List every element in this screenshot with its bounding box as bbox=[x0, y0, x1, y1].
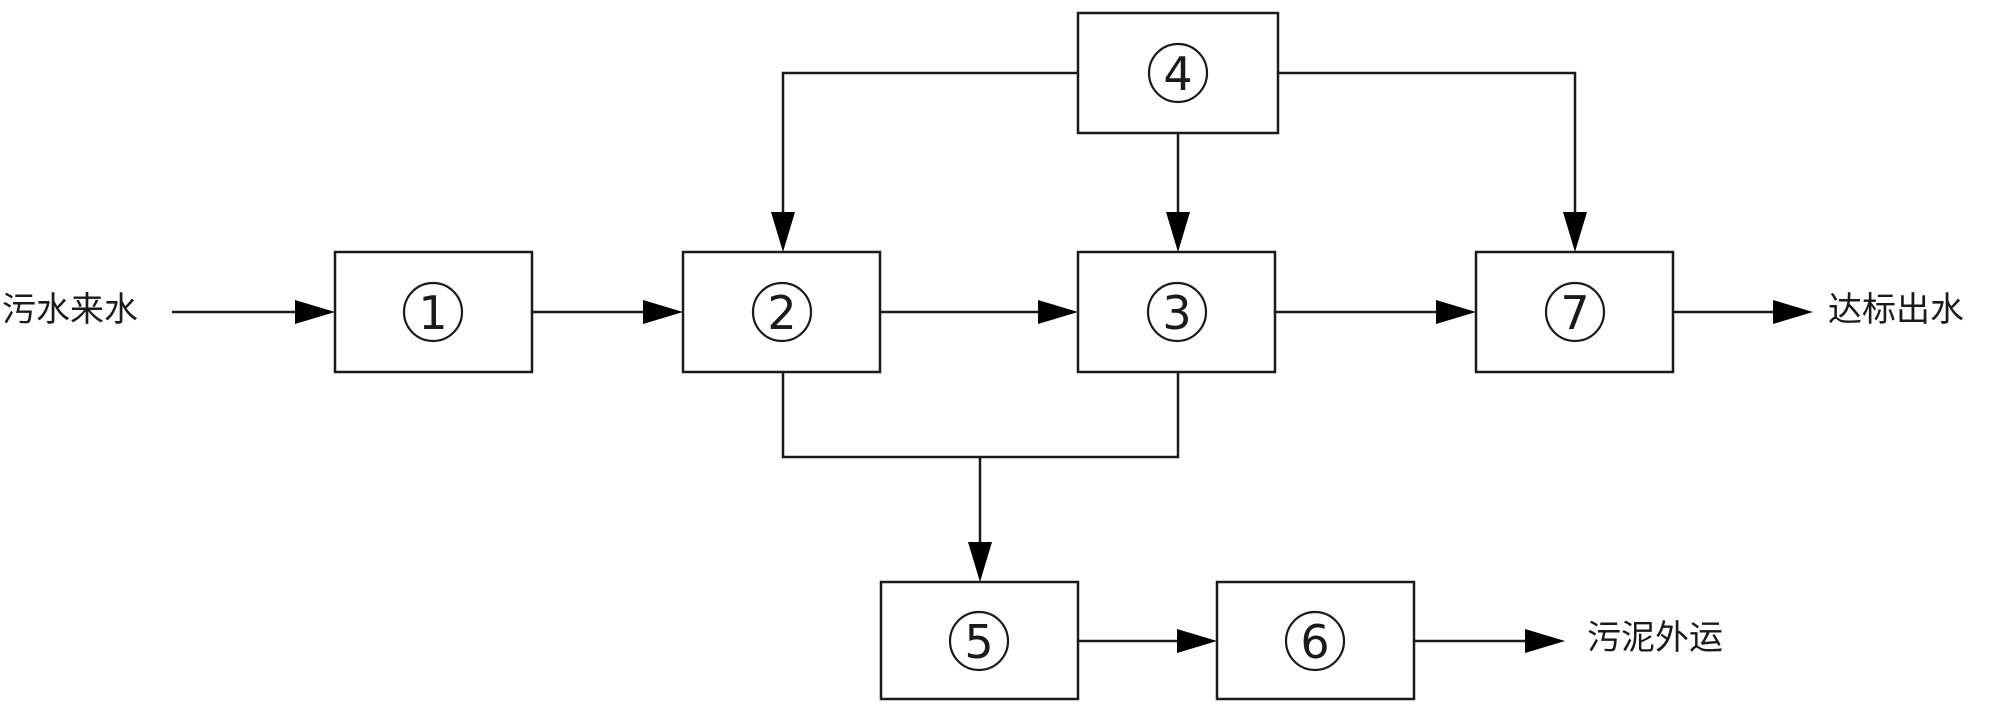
node-3: 3 bbox=[1076, 250, 1277, 374]
node-6-label: 6 bbox=[1300, 615, 1329, 669]
node-5-label: 5 bbox=[964, 615, 993, 669]
node-7-label: 7 bbox=[1560, 286, 1589, 340]
node-2-label: 2 bbox=[767, 286, 796, 340]
node-7: 7 bbox=[1474, 250, 1675, 374]
arrowheads bbox=[295, 212, 1813, 653]
arrow-to-5 bbox=[968, 542, 992, 582]
arrow-4-to-2 bbox=[771, 212, 795, 252]
arrow-input-to-1 bbox=[295, 300, 335, 324]
node-3-label: 3 bbox=[1162, 286, 1191, 340]
node-2: 2 bbox=[681, 250, 882, 374]
arrow-3-to-7 bbox=[1436, 300, 1476, 324]
output-label: 达标出水 bbox=[1828, 290, 1964, 330]
connectors bbox=[172, 71, 1780, 643]
node-5: 5 bbox=[879, 580, 1080, 701]
input-label: 污水来水 bbox=[2, 290, 138, 330]
node-1-label: 1 bbox=[418, 286, 447, 340]
arrow-4-to-7 bbox=[1563, 212, 1587, 252]
arrow-6-to-sludge bbox=[1525, 629, 1565, 653]
arrow-2-to-3 bbox=[1038, 300, 1078, 324]
node-4-label: 4 bbox=[1163, 47, 1192, 101]
node-4: 4 bbox=[1076, 11, 1280, 135]
arrow-1-to-2 bbox=[643, 300, 683, 324]
arrow-7-to-output bbox=[1773, 300, 1813, 324]
arrow-4-to-3 bbox=[1166, 212, 1190, 252]
sludge-label: 污泥外运 bbox=[1587, 618, 1723, 658]
node-6: 6 bbox=[1215, 580, 1416, 701]
arrow-5-to-6 bbox=[1177, 629, 1217, 653]
node-1: 1 bbox=[333, 250, 534, 374]
